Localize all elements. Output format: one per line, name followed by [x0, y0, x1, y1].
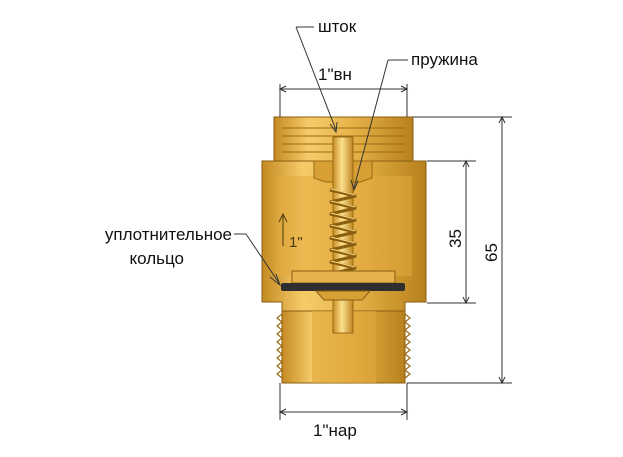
seal-ring-label-line1: уплотнительное: [105, 225, 232, 244]
bottom-dimension-lines: [278, 383, 409, 420]
total-height-dimension: [407, 115, 512, 385]
bottom-threaded-section: [276, 310, 411, 384]
disc-support: [314, 290, 372, 301]
top-dimension-lines: [278, 84, 409, 117]
spring: [329, 188, 357, 276]
leader-lines: [234, 26, 408, 287]
inner-thread-label: 1"вн: [318, 65, 352, 84]
valve-disc: [291, 270, 396, 284]
spring-label: пружина: [411, 50, 478, 69]
chamber-height-label: 35: [446, 229, 465, 248]
stem-label: шток: [318, 17, 357, 36]
outer-thread-label: 1"нар: [313, 421, 357, 440]
seal-ring: [281, 283, 405, 291]
chamber-height-dimension: [427, 159, 476, 305]
total-height-label: 65: [482, 243, 501, 262]
flow-size-label: 1": [289, 234, 303, 251]
flow-arrow: [278, 212, 288, 246]
seal-ring-label-line2: кольцо: [130, 249, 185, 268]
